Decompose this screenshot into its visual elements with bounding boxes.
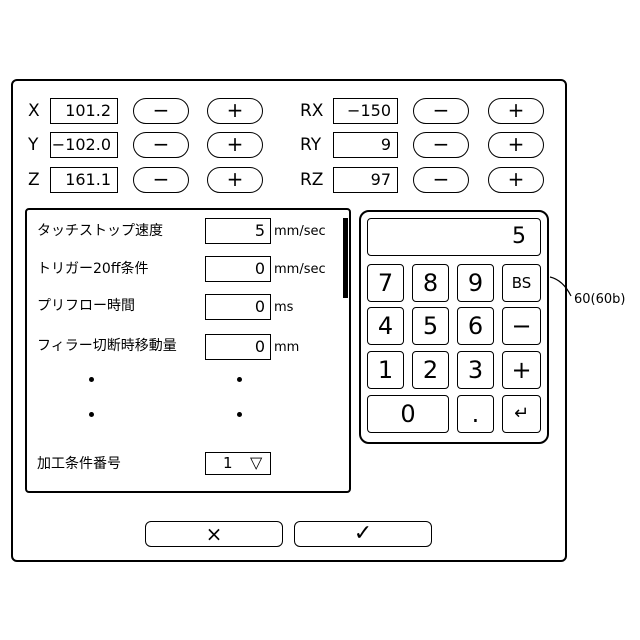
param-label-filler-cut-move: フィラー切断時移動量 [37,336,177,356]
axis-label-ry: RY [300,132,321,158]
axis-label-rx: RX [300,98,323,124]
condition-number-select[interactable]: 1 ▽ [205,452,271,475]
axis-x-minus-button[interactable]: − [133,98,189,124]
key-backspace[interactable]: BS [502,264,541,302]
axis-value-x[interactable]: 101.2 [50,98,118,124]
dropdown-triangle-icon: ▽ [250,453,262,473]
key-7[interactable]: 7 [367,264,404,302]
ellipsis-dot [237,377,242,382]
param-value-filler-cut-move[interactable]: 0 [205,334,271,360]
param-unit-touch-stop-speed: mm/sec [274,222,326,242]
axis-rx-plus-button[interactable]: + [488,98,544,124]
ellipsis-dot [89,377,94,382]
cancel-button[interactable]: × [145,521,283,547]
key-3[interactable]: 3 [457,351,494,389]
axis-rz-plus-button[interactable]: + [488,167,544,193]
axis-value-y[interactable]: −102.0 [50,132,118,158]
condition-number-value: 1 [223,453,233,473]
axis-z-minus-button[interactable]: − [133,167,189,193]
param-label-trigger-off: トリガー20ff条件 [37,259,148,279]
param-value-preflow-time[interactable]: 0 [205,294,271,320]
ok-button[interactable]: ✓ [294,521,432,547]
key-6[interactable]: 6 [457,307,494,345]
param-unit-trigger-off: mm/sec [274,260,326,280]
key-4[interactable]: 4 [367,307,404,345]
key-2[interactable]: 2 [412,351,449,389]
axis-value-z[interactable]: 161.1 [50,167,118,193]
axis-y-plus-button[interactable]: + [207,132,263,158]
key-minus[interactable]: − [502,307,541,345]
param-value-trigger-off[interactable]: 0 [205,256,271,282]
key-decimal[interactable]: . [457,395,494,433]
key-enter[interactable]: ↵ [502,395,541,433]
axis-rz-minus-button[interactable]: − [413,167,469,193]
scrollbar[interactable] [343,218,348,298]
condition-number-label: 加工条件番号 [37,454,121,474]
axis-label-x: X [28,98,40,124]
axis-value-ry[interactable]: 9 [333,132,398,158]
key-plus[interactable]: + [502,351,541,389]
axis-label-y: Y [28,132,38,158]
key-1[interactable]: 1 [367,351,404,389]
axis-value-rz[interactable]: 97 [333,167,398,193]
key-0[interactable]: 0 [367,395,449,433]
axis-ry-minus-button[interactable]: − [413,132,469,158]
param-label-preflow-time: プリフロー時間 [37,296,135,316]
param-unit-filler-cut-move: mm [274,338,299,358]
param-label-touch-stop-speed: タッチストップ速度 [37,221,163,241]
ellipsis-dot [237,412,242,417]
axis-y-minus-button[interactable]: − [133,132,189,158]
axis-value-rx[interactable]: −150 [333,98,398,124]
keypad-display: 5 [367,218,541,256]
axis-rx-minus-button[interactable]: − [413,98,469,124]
param-unit-preflow-time: ms [274,298,293,318]
ellipsis-dot [89,412,94,417]
axis-ry-plus-button[interactable]: + [488,132,544,158]
param-value-touch-stop-speed[interactable]: 5 [205,218,271,244]
axis-label-rz: RZ [300,167,323,193]
key-8[interactable]: 8 [412,264,449,302]
key-5[interactable]: 5 [412,307,449,345]
key-9[interactable]: 9 [457,264,494,302]
axis-x-plus-button[interactable]: + [207,98,263,124]
callout-label: 60(60b) [574,292,625,307]
axis-label-z: Z [28,167,40,193]
axis-z-plus-button[interactable]: + [207,167,263,193]
